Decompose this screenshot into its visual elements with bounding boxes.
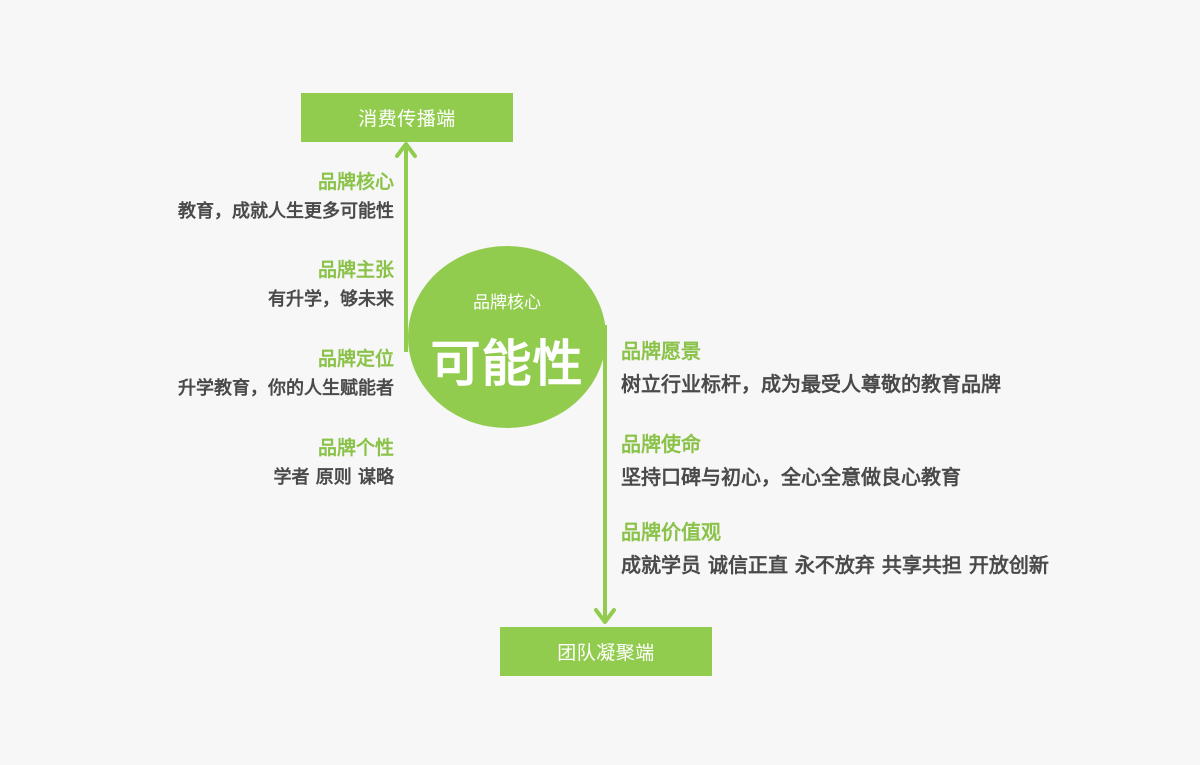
left-item-desc: 学者 原则 谋略 — [273, 467, 394, 488]
consumer-communication-box: 消费传播端 — [301, 93, 513, 142]
left-item-title: 品牌主张 — [317, 259, 394, 281]
left-item-desc: 教育，成就人生更多可能性 — [178, 201, 394, 222]
right-item-title: 品牌愿景 — [621, 339, 701, 363]
left-item-title: 品牌核心 — [317, 171, 394, 193]
right-item-desc: 树立行业标杆，成为最受人尊敬的教育品牌 — [621, 372, 1001, 396]
left-item-desc: 有升学，够未来 — [268, 289, 394, 310]
left-item-brand-core: 品牌核心 教育，成就人生更多可能性 — [178, 170, 394, 224]
right-item-title: 品牌使命 — [621, 432, 701, 456]
brand-core-circle: 品牌核心 可能性 — [408, 246, 606, 428]
team-cohesion-box: 团队凝聚端 — [500, 627, 712, 676]
left-item-brand-claim: 品牌主张 有升学，够未来 — [268, 258, 394, 312]
left-item-title: 品牌定位 — [317, 348, 394, 370]
left-item-brand-position: 品牌定位 升学教育，你的人生赋能者 — [178, 347, 394, 401]
right-item-desc: 坚持口碑与初心，全心全意做良心教育 — [621, 465, 961, 489]
up-arrow-head — [395, 142, 417, 158]
left-item-desc: 升学教育，你的人生赋能者 — [178, 378, 394, 399]
down-arrow-head — [594, 608, 616, 624]
right-item-brand-vision: 品牌愿景 树立行业标杆，成为最受人尊敬的教育品牌 — [621, 339, 1001, 396]
right-item-title: 品牌价值观 — [621, 520, 721, 544]
bottom-box-label: 团队凝聚端 — [557, 642, 655, 664]
right-item-desc: 成就学员 诚信正直 永不放弃 共享共担 开放创新 — [621, 553, 1049, 577]
circle-subtitle: 品牌核心 — [473, 293, 541, 313]
right-item-brand-mission: 品牌使命 坚持口碑与初心，全心全意做良心教育 — [621, 432, 961, 489]
top-box-label: 消费传播端 — [358, 108, 456, 130]
left-item-title: 品牌个性 — [317, 437, 394, 459]
left-item-brand-personality: 品牌个性 学者 原则 谋略 — [273, 436, 394, 490]
circle-main-text: 可能性 — [430, 335, 584, 393]
right-item-brand-values: 品牌价值观 成就学员 诚信正直 永不放弃 共享共担 开放创新 — [621, 520, 1049, 577]
